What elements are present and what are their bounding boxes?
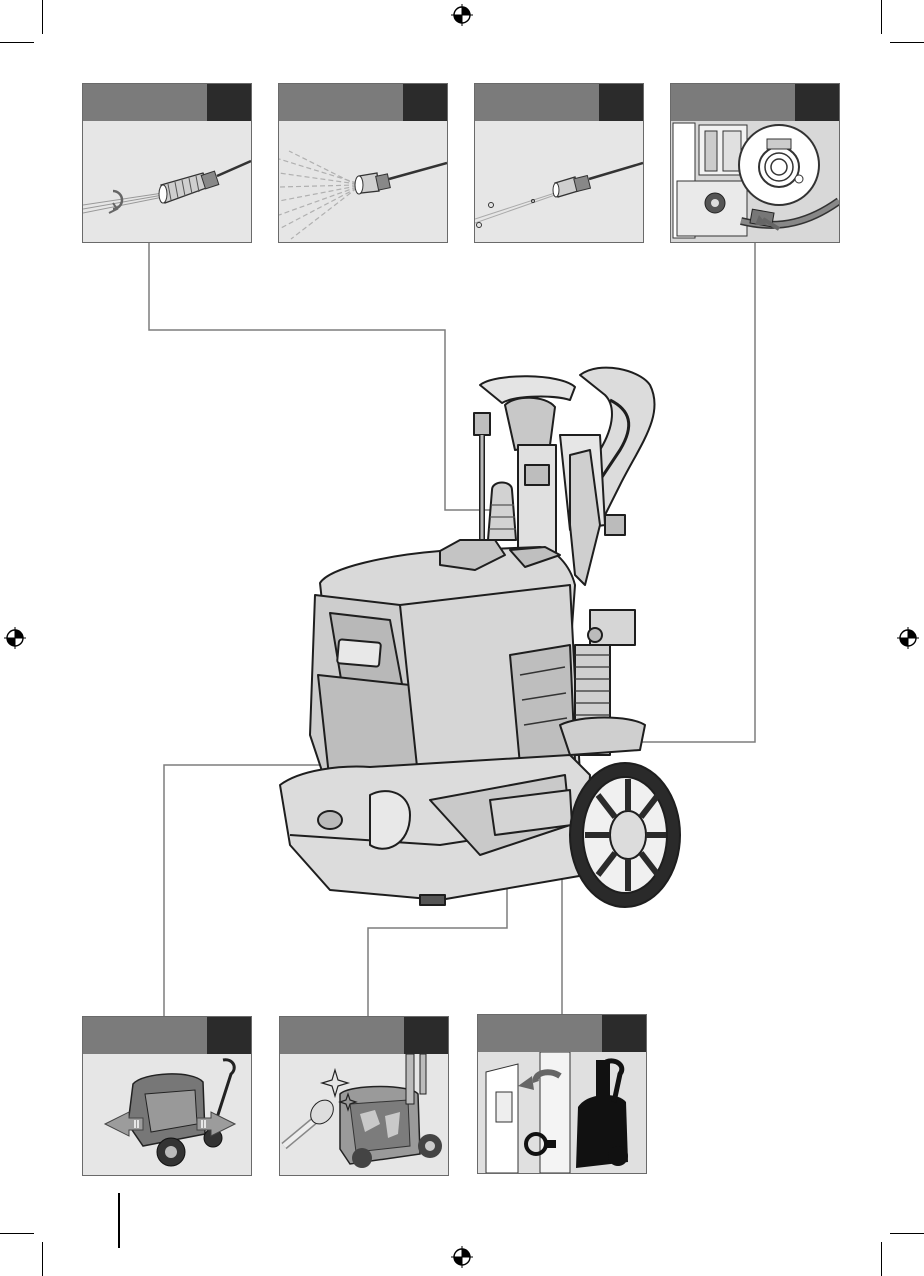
panel-header <box>83 1017 251 1054</box>
panel-tab <box>207 84 251 121</box>
panel-storage <box>477 1014 647 1174</box>
panel-tab <box>602 1015 646 1052</box>
storage-icon <box>478 1052 646 1173</box>
rotating-nozzle-icon <box>83 121 251 242</box>
panel-wheel-stand <box>82 1016 252 1176</box>
panel-header <box>475 84 643 121</box>
panel-tab <box>207 1017 251 1054</box>
panel-tab <box>404 1017 448 1054</box>
panel-tab <box>599 84 643 121</box>
panel-standard-nozzle <box>474 83 644 243</box>
jet-nozzle-icon <box>475 121 643 242</box>
panel-foam-nozzle <box>278 83 448 243</box>
panel-header <box>478 1015 646 1052</box>
panel-brush-cleaning <box>279 1016 449 1176</box>
brush-icon <box>280 1054 448 1175</box>
panel-tab <box>403 84 447 121</box>
panel-adjustable-nozzle <box>82 83 252 243</box>
panel-header <box>671 84 839 121</box>
panel-header <box>83 84 251 121</box>
panel-hose-connection <box>670 83 840 243</box>
page-bar <box>118 1193 120 1248</box>
panel-tab <box>795 84 839 121</box>
wheeled-unit-icon <box>83 1054 251 1175</box>
pressure-washer-illustration <box>270 355 690 915</box>
panel-header <box>279 84 447 121</box>
hose-reel-icon <box>671 121 839 242</box>
spray-fan-icon <box>279 121 447 242</box>
panel-header <box>280 1017 448 1054</box>
